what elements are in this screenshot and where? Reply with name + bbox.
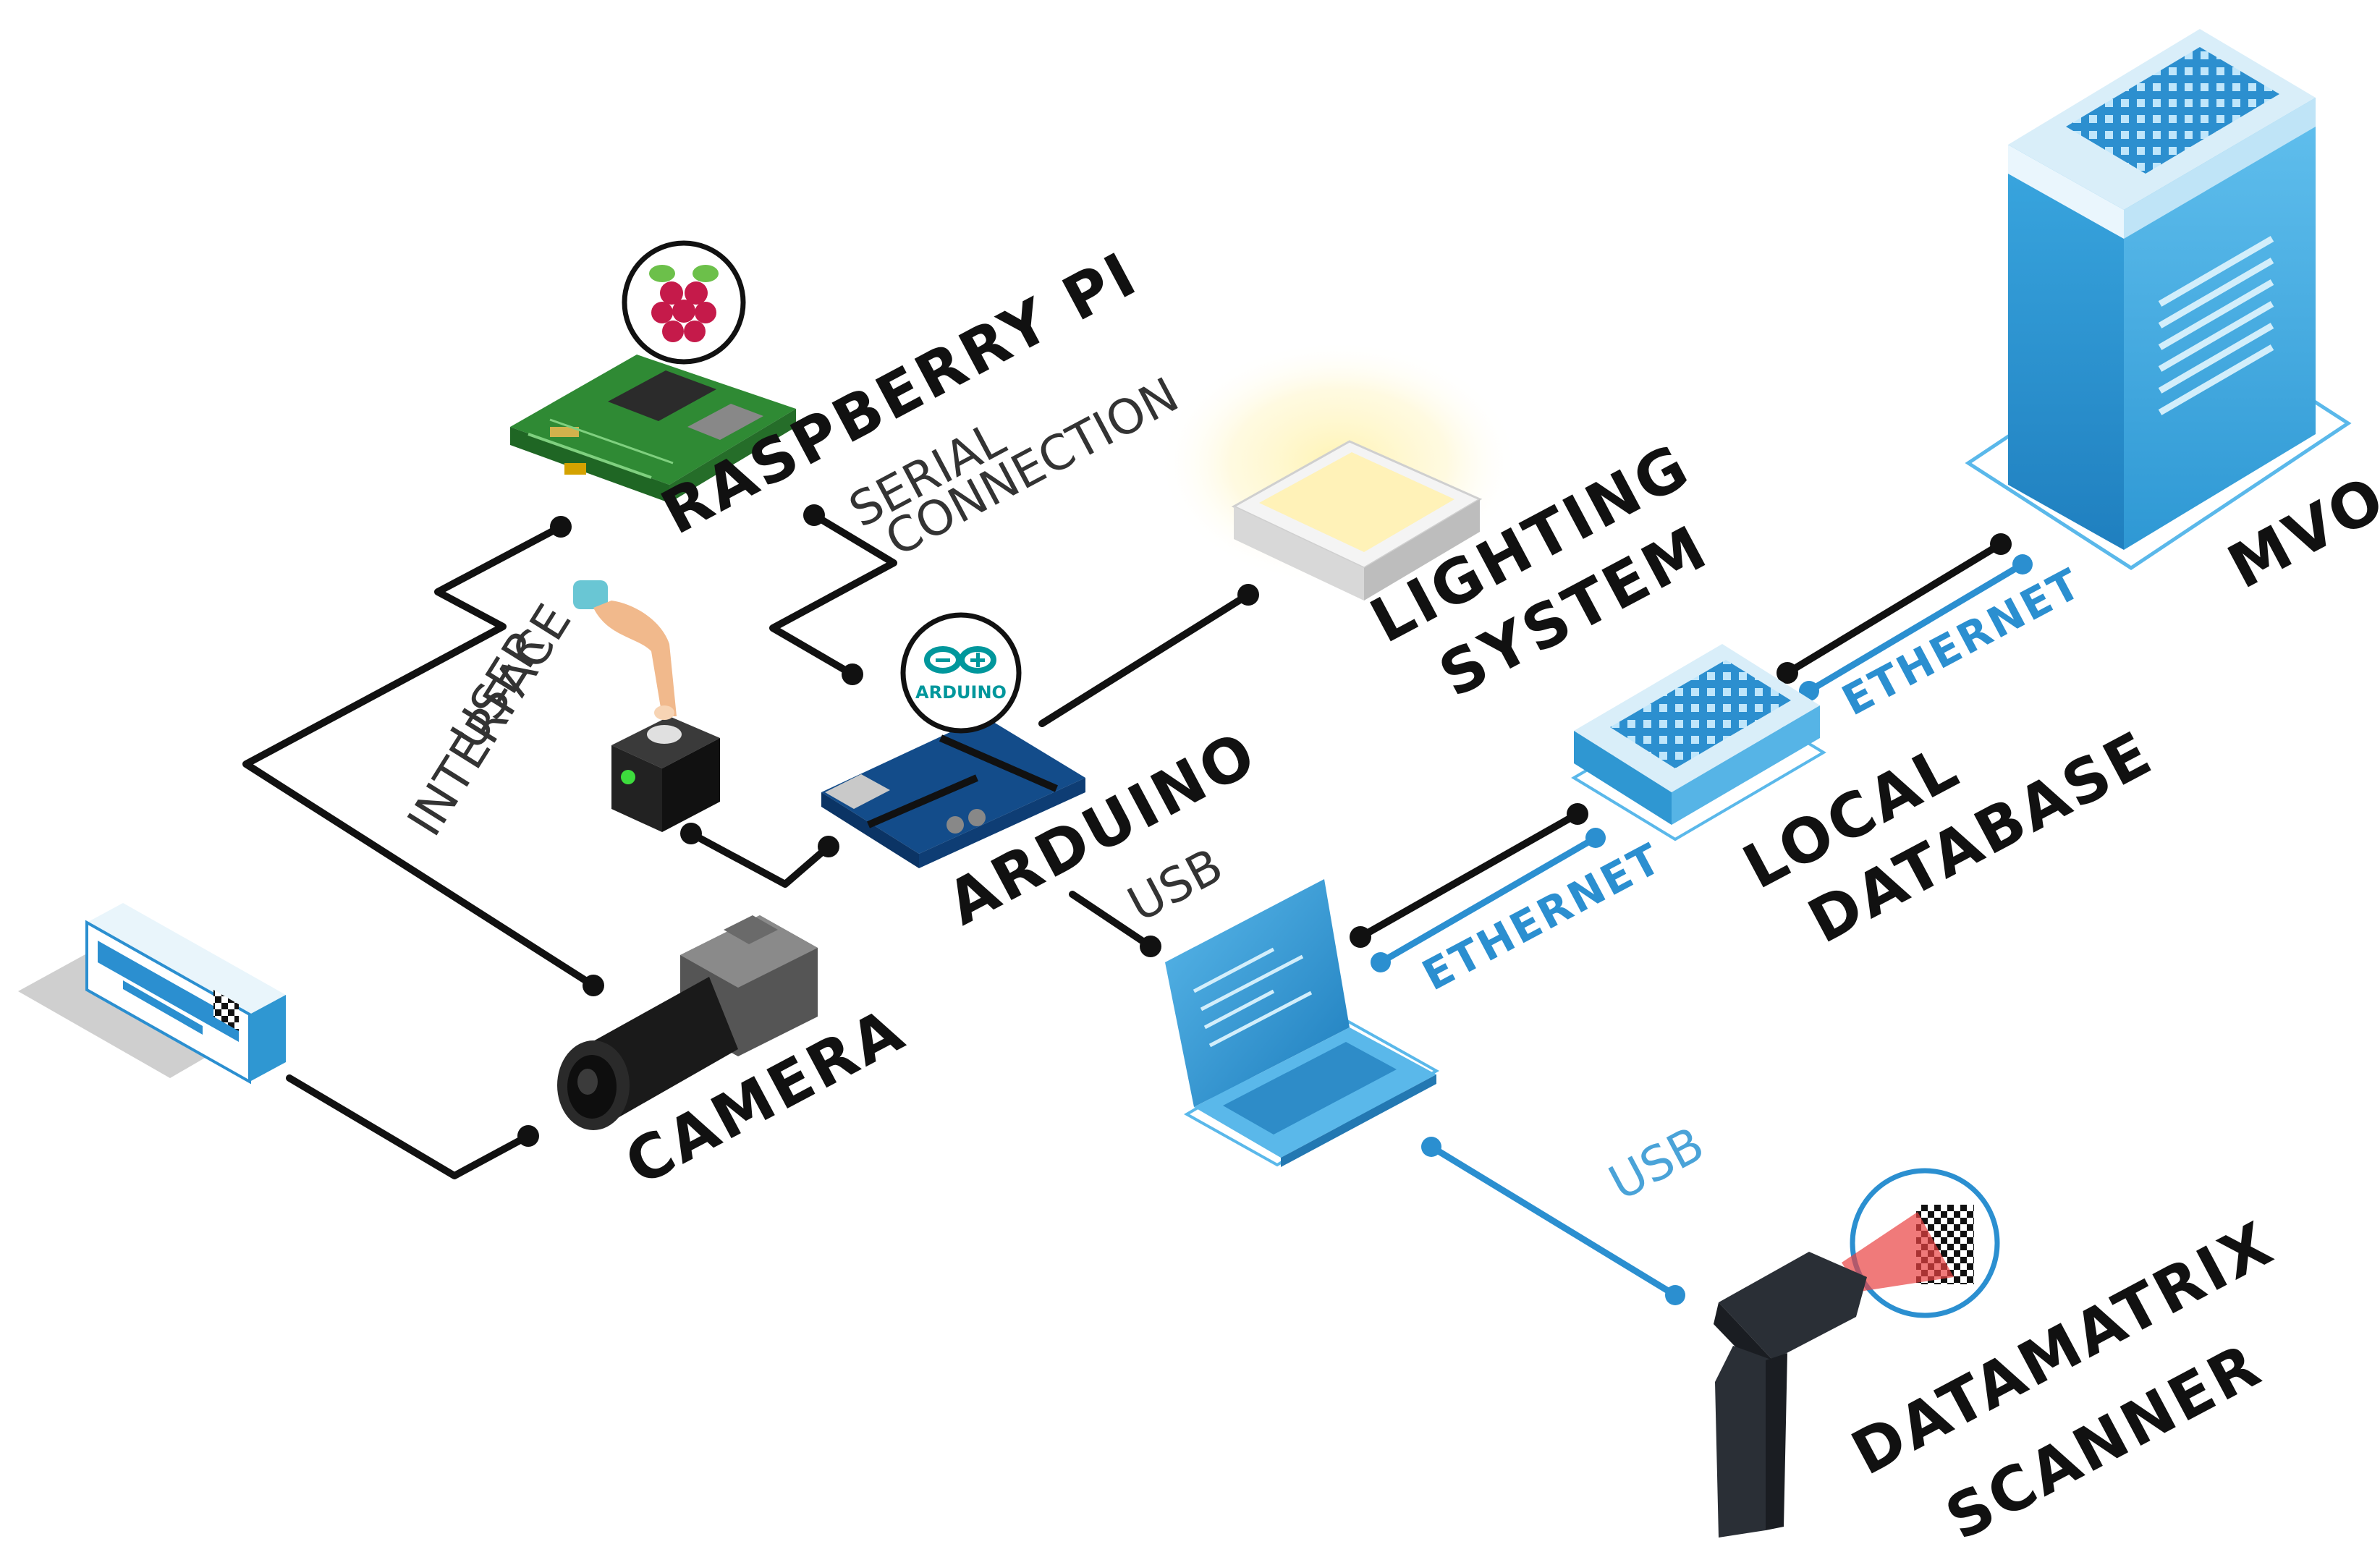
ethernet-label-2: ETHERNET <box>1834 559 2090 726</box>
usb-label-2: USB <box>1600 1116 1713 1212</box>
raspberry-logo-icon <box>622 240 746 365</box>
usb-label-1: USB <box>1119 838 1232 933</box>
push-button-icon <box>611 716 720 832</box>
laptop-icon <box>1165 879 1440 1167</box>
raspberry-pi-board-icon <box>510 355 796 503</box>
lighting-panel-icon <box>1158 340 1520 601</box>
wires <box>242 504 2012 1179</box>
ethernet-label-1: ETHERNET <box>1415 834 1670 1001</box>
arduino-logo-text: ARDUINO <box>915 682 1007 703</box>
camera-icon <box>557 915 818 1130</box>
mvo-label: MVO <box>2216 462 2380 603</box>
hand-icon <box>573 580 677 720</box>
arduino-board-icon <box>821 716 1085 868</box>
barcode-scanner-icon <box>1714 1168 2000 1538</box>
server-tower-icon <box>1965 29 2352 570</box>
product-box-icon <box>18 903 286 1085</box>
local-database-icon <box>1571 644 1826 841</box>
arduino-logo-icon: ARDUINO <box>900 612 1022 734</box>
network-wires <box>1371 554 2033 1305</box>
